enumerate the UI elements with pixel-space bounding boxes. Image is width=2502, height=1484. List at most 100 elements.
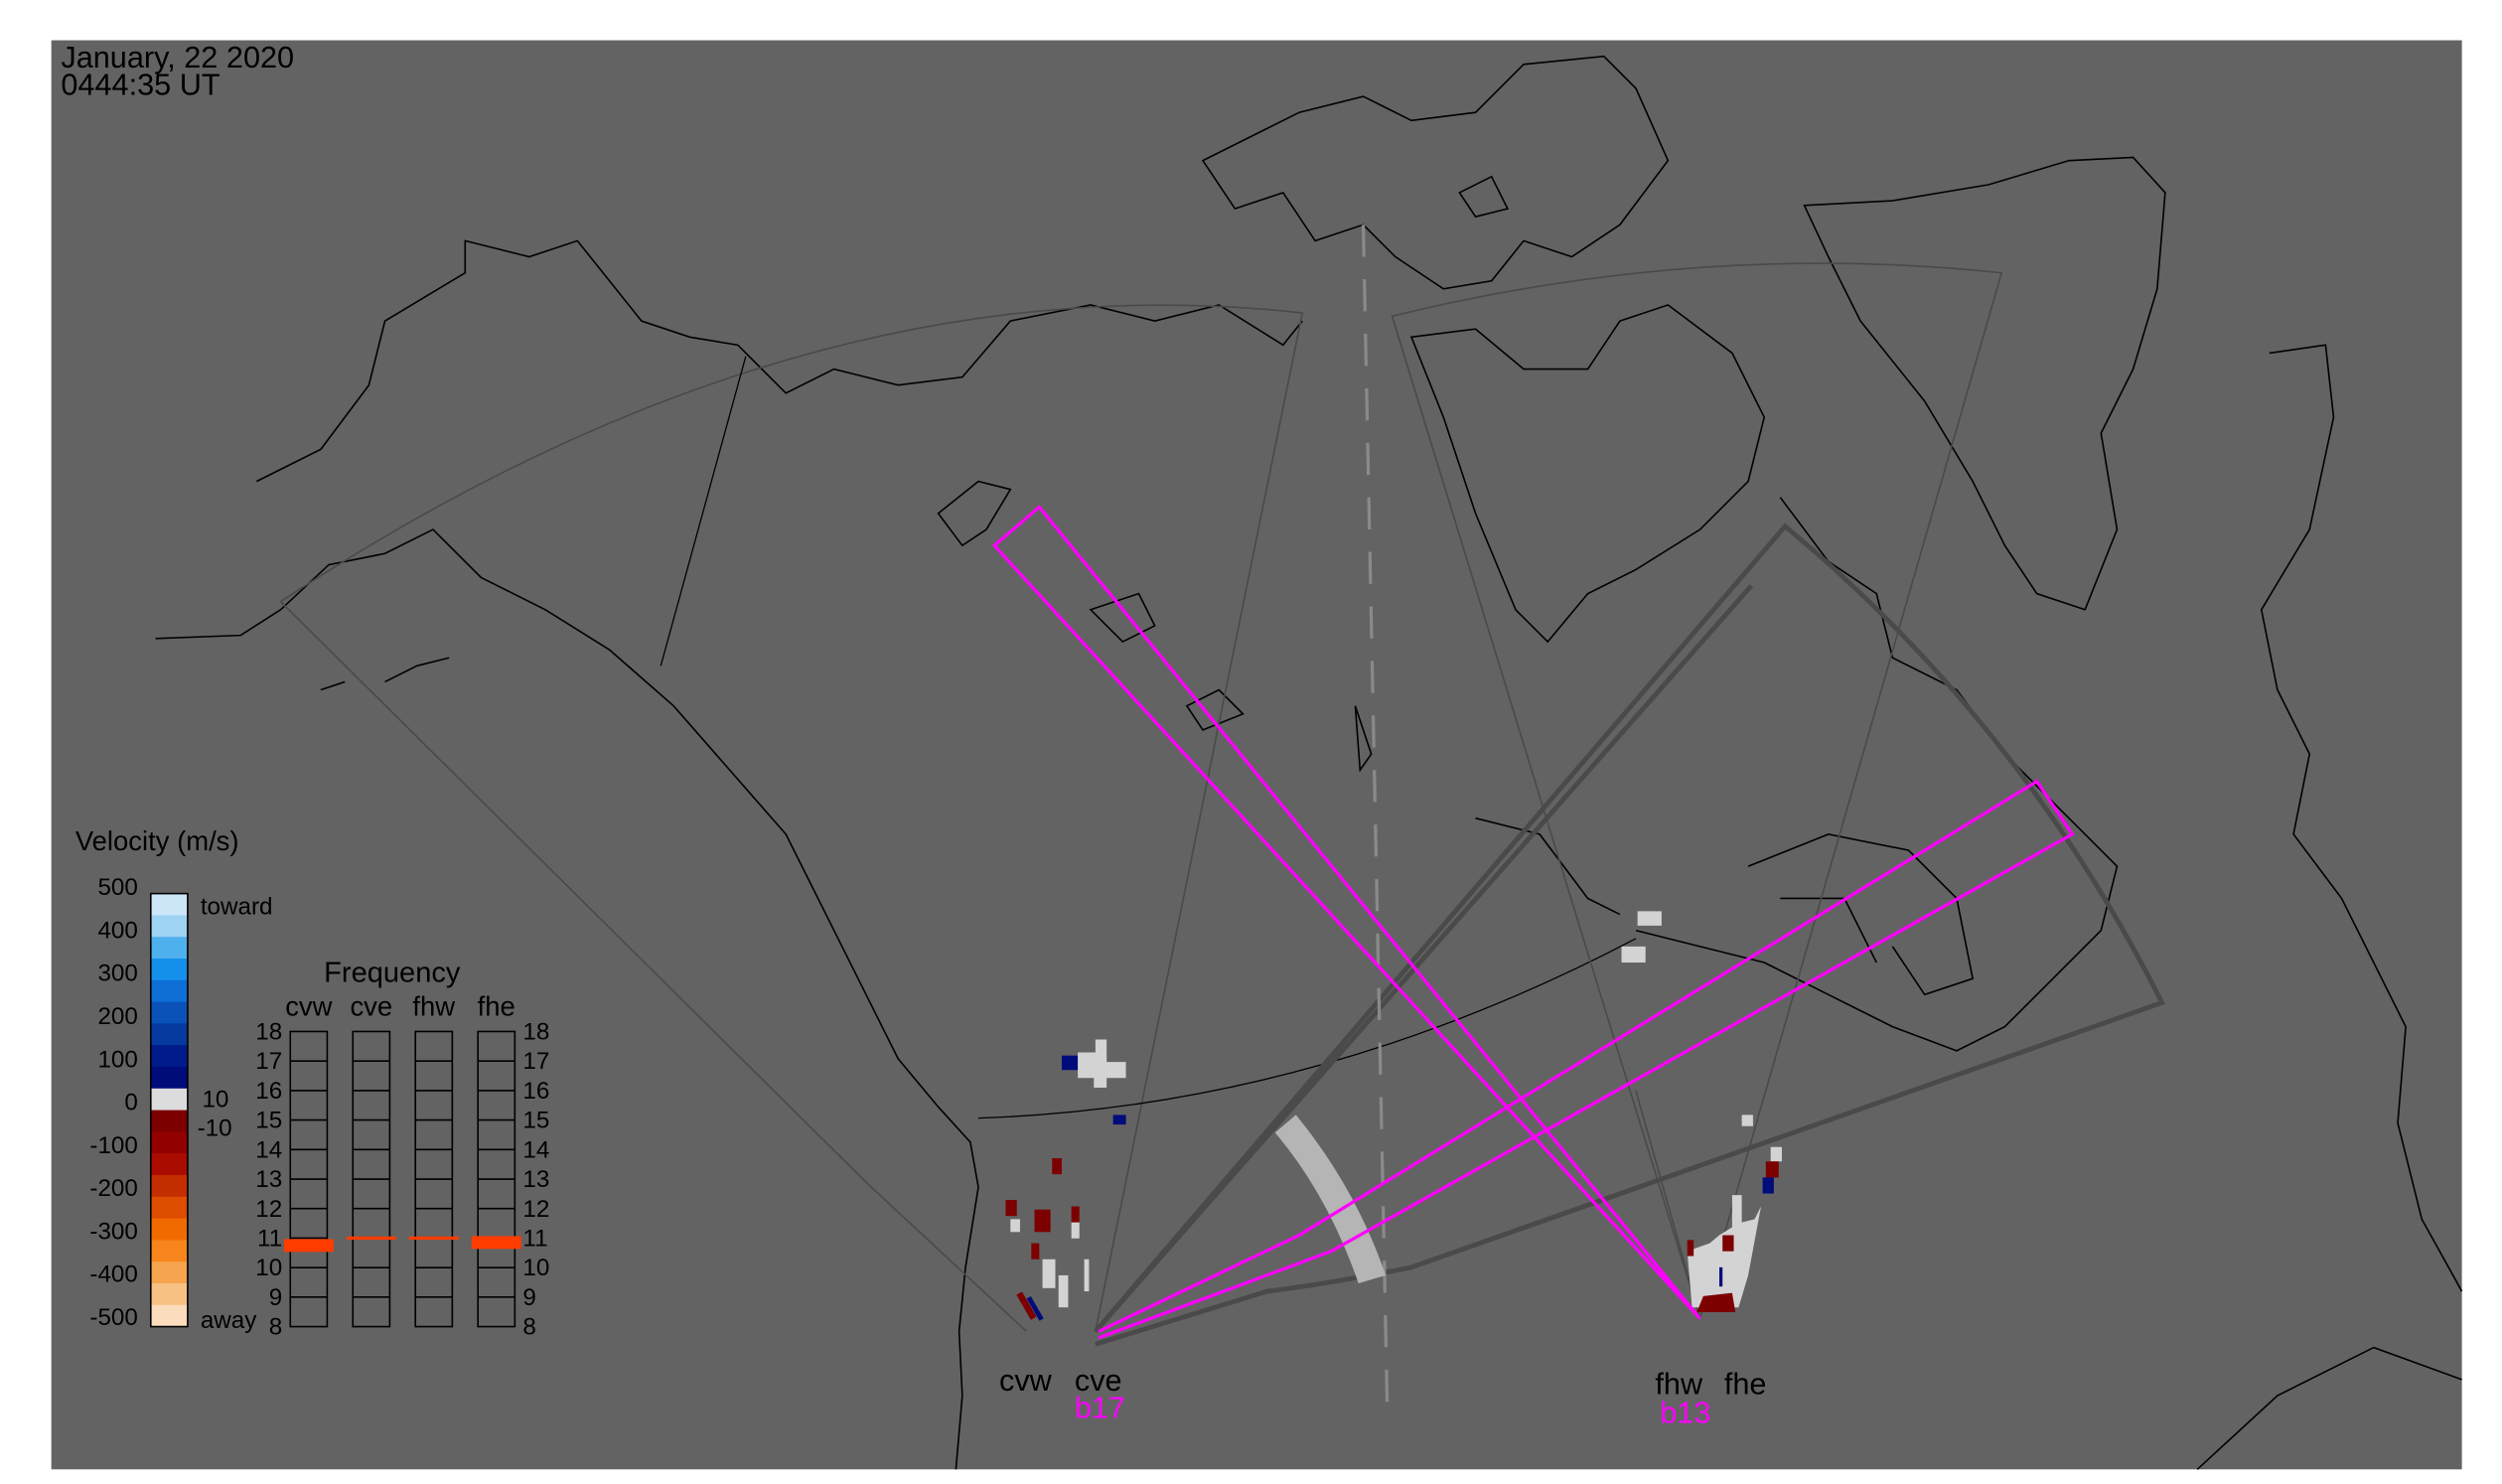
- beam-label-b13: b13: [1660, 1395, 1710, 1429]
- velocity-tick-label: 500: [97, 874, 137, 901]
- frequency-legend-title: Frequency: [324, 957, 461, 988]
- frequency-tick-left: 17: [255, 1048, 282, 1075]
- velocity-tick-label: 300: [97, 961, 137, 987]
- frequency-tick-right: 8: [522, 1314, 535, 1341]
- frequency-tick-left: 15: [255, 1108, 282, 1134]
- coastline-islands: [937, 480, 1373, 773]
- frequency-tick-left: 8: [269, 1314, 282, 1341]
- frequency-tick-right: 14: [522, 1136, 549, 1163]
- colorbar-segment: [150, 1196, 188, 1220]
- colorbar-segment: [150, 1261, 188, 1284]
- colorbar-segment: [150, 1088, 188, 1112]
- velocity-tick-label: -300: [89, 1218, 137, 1245]
- date-label: January, 22 2020: [61, 40, 294, 74]
- coastline-arctic-archipelago: [1201, 55, 1670, 290]
- colorbar-segment: [150, 1131, 188, 1154]
- fov-cv-outline: [279, 304, 1304, 1333]
- velocity-tick-label: -400: [89, 1261, 137, 1288]
- frequency-column-label: cvw: [285, 990, 332, 1021]
- frequency-marker-cve: [346, 1236, 396, 1241]
- radar-labels: cvw cve b17 fhw fhe b13: [999, 1363, 1767, 1429]
- velocity-cells: [1005, 911, 1782, 1321]
- frequency-tick-left: 14: [255, 1136, 282, 1163]
- radar-label-cvw: cvw: [999, 1363, 1053, 1398]
- colorbar-segment: [150, 958, 188, 981]
- frequency-tick-right: 17: [522, 1048, 549, 1075]
- frequency-tick-left: 18: [255, 1019, 282, 1046]
- coastline-hudson-bay: [1409, 304, 1766, 644]
- velocity-tick-label: -100: [89, 1132, 137, 1159]
- frequency-tick-left: 12: [255, 1196, 282, 1223]
- frequency-tick-left: 16: [255, 1078, 282, 1105]
- colorbar-segment: [150, 979, 188, 1003]
- gs-label-upper: 10: [202, 1086, 228, 1113]
- coastline-greenland: [1803, 156, 2166, 611]
- fields-of-view: [279, 224, 2166, 1412]
- beam-label-b17: b17: [1075, 1391, 1125, 1425]
- colorbar-segment: [150, 1110, 188, 1132]
- colorbar-segment: [150, 915, 188, 938]
- toward-label: toward: [201, 894, 273, 921]
- colorbar-segment: [150, 1304, 188, 1328]
- frequency-tick-right: 12: [522, 1196, 549, 1223]
- colorbar-segment: [150, 1045, 188, 1068]
- frequency-tick-right: 10: [522, 1255, 549, 1281]
- frequency-column-label: fhw: [412, 990, 455, 1021]
- fov-cv-inner: [660, 356, 1637, 1119]
- frequency-tick-right: 11: [522, 1226, 547, 1253]
- frequency-marker-fhw: [408, 1236, 459, 1241]
- frequency-tick-right: 16: [522, 1078, 549, 1105]
- ground-scatter-arc: [1274, 1114, 1387, 1283]
- colorbar-segment: [150, 1023, 188, 1046]
- coastline-labrador: [1635, 497, 2119, 1052]
- colorbar-segment: [150, 893, 188, 916]
- frequency-tick-left: 11: [257, 1226, 282, 1253]
- coastline-aleutians: [320, 657, 450, 691]
- frequency-marker-fhe: [471, 1236, 521, 1250]
- frequency-tick-right: 13: [522, 1166, 549, 1193]
- coastline-west: [155, 528, 979, 1470]
- coastline-europe: [2196, 344, 2463, 1470]
- colorbar-segment: [150, 1174, 188, 1198]
- beam-overlays: [991, 505, 2075, 1340]
- beam-b13: [991, 505, 1701, 1320]
- fov-overlap-sector: [1094, 522, 2166, 1347]
- velocity-tick-label: 100: [97, 1046, 137, 1073]
- fov-fh-outline: [1391, 262, 2003, 1319]
- frequency-tick-left: 13: [255, 1166, 282, 1193]
- colorbar-segment: [150, 1153, 188, 1176]
- velocity-colorbar: [149, 892, 189, 1328]
- velocity-tick-label: 400: [97, 917, 137, 944]
- gs-label-lower: -10: [198, 1114, 232, 1141]
- colorbar-segment: [150, 1240, 188, 1262]
- frequency-tick-left: 9: [269, 1284, 282, 1311]
- radar-label-fhw: fhw: [1655, 1366, 1703, 1401]
- frequency-column-label: fhe: [478, 990, 515, 1021]
- colorbar-frame: [149, 892, 189, 1328]
- colorbar-segment: [150, 1218, 188, 1241]
- frequency-marker-cvw: [283, 1239, 334, 1253]
- beam-b17: [1098, 779, 2075, 1340]
- colorbar-segment: [150, 1066, 188, 1090]
- header: January, 22 2020 0444:35 UT: [61, 40, 294, 101]
- coastline-alaska-north: [255, 239, 1303, 483]
- velocity-tick-label: 0: [124, 1090, 137, 1116]
- colorbar-segment: [150, 1282, 188, 1306]
- frequency-tick-right: 15: [522, 1108, 549, 1134]
- velocity-tick-label: 200: [97, 1003, 137, 1030]
- frequency-tick-left: 10: [255, 1255, 282, 1281]
- velocity-tick-label: -500: [89, 1304, 137, 1331]
- velocity-legend: Velocity (m/s) 5004003002001000-100-200-…: [75, 825, 273, 1334]
- dashed-meridian: [1361, 224, 1390, 1412]
- frequency-tick-right: 18: [522, 1019, 549, 1046]
- frequency-tick-right: 9: [522, 1284, 535, 1311]
- radar-label-fhe: fhe: [1724, 1366, 1767, 1401]
- colorbar-segment: [150, 937, 188, 960]
- velocity-legend-title: Velocity (m/s): [75, 825, 239, 856]
- frequency-column-label: cve: [350, 990, 392, 1021]
- away-label: away: [201, 1307, 257, 1334]
- colorbar-segment: [150, 1001, 188, 1024]
